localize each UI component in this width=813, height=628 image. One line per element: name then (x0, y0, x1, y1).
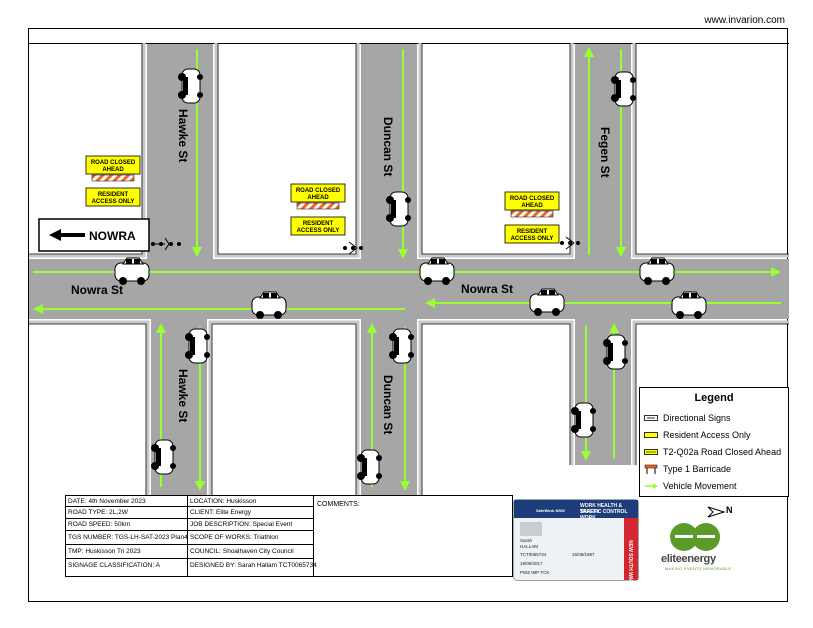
barricade-icon (644, 464, 658, 474)
street-label-duncan-south: Duncan St (381, 375, 395, 434)
resident-line1: RESIDENT (303, 221, 334, 227)
info-client: CLIENT: Elite Energy (188, 507, 314, 519)
logo-tagline: MAKING EVENTS MEMORABLE (665, 566, 732, 571)
card-number: TCT0065734 (520, 552, 547, 557)
info-council: COUNCIL: Shoalhaven City Council (188, 545, 314, 559)
card-title-line1: WORK HEALTH & SAFETY (580, 503, 623, 515)
resident-access-icon (644, 430, 658, 440)
card-state-band: NEW SOUTH WALES (624, 518, 638, 590)
north-label: N (726, 505, 733, 515)
card-issuer: SafeWork NSW (536, 508, 565, 513)
legend-item: Vehicle Movement (644, 479, 737, 493)
plan-info-table: DATE: 4th November 2023 ROAD TYPE: 2L,2W… (65, 495, 513, 577)
card-photo (520, 522, 542, 536)
sign-group-hawke: ROAD CLOSED AHEAD RESIDENT ACCESS ONLY (85, 155, 141, 207)
info-road-speed: ROAD SPEED: 50km (66, 519, 188, 531)
legend-label: Vehicle Movement (663, 481, 737, 491)
road-closed-line2: AHEAD (307, 195, 329, 201)
road-closed-line1: ROAD CLOSED (91, 160, 136, 166)
directional-sign-nowra: NOWRA (38, 218, 150, 252)
card-state: NEW SOUTH WALES (627, 540, 634, 590)
info-job-description: JOB DESCRIPTION: Special Event (188, 519, 314, 531)
card-title-line2: TRAFFIC CONTROL WORK (580, 509, 628, 521)
directional-sign-text: NOWRA (89, 229, 136, 243)
traffic-map: NOWRA ROAD CLOSED AHEAD RESIDENT ACCESS … (29, 43, 789, 495)
legend-label: Type 1 Barricade (663, 464, 732, 474)
card-first-name: Sarah (520, 538, 533, 543)
info-location: LOCATION: Huskisson (188, 496, 314, 507)
legend-item: Directional Signs (644, 411, 731, 425)
directional-sign-icon (644, 413, 658, 423)
legend-title: Legend (694, 392, 734, 404)
street-label-hawke-north: Hawke St (176, 109, 190, 162)
card-dob: 16/09/1987 (572, 552, 595, 557)
info-signage-classification: SIGNAGE CLASSIFICATION: A (66, 559, 188, 576)
resident-line2: ACCESS ONLY (511, 236, 554, 242)
card-header (514, 500, 638, 518)
legend: Legend Directional Signs Resident Access… (639, 387, 789, 497)
legend-label: Resident Access Only (663, 430, 751, 440)
info-designed-by: DESIGNED BY: Sarah Hallam TCT0065734 (188, 559, 317, 576)
info-tmp: TMP: Huskisson Tri 2023 (66, 545, 188, 559)
legend-item: T2-Q02a Road Closed Ahead (644, 445, 781, 459)
info-date: DATE: 4th November 2023 (66, 496, 188, 507)
legend-item: Type 1 Barricade (644, 462, 731, 476)
barricades (151, 236, 580, 255)
card-last-name: HALLAM (520, 544, 539, 549)
resident-line2: ACCESS ONLY (297, 228, 340, 234)
site-url: www.invarion.com (704, 15, 785, 26)
legend-label: T2-Q02a Road Closed Ahead (663, 447, 782, 457)
sign-group-fegen: ROAD CLOSED AHEAD RESIDENT ACCESS ONLY (504, 191, 560, 244)
street-label-duncan-north: Duncan St (381, 117, 395, 176)
card-date-of-issue: 19/09/2017 (520, 561, 543, 566)
street-label-hawke-south: Hawke St (176, 369, 190, 422)
elite-energy-logo: eliteenergy MAKING EVENTS MEMORABLE (651, 519, 751, 579)
elite-energy-mark-icon (670, 523, 720, 551)
safework-card: SafeWork NSW WORK HEALTH & SAFETY TRAFFI… (513, 499, 639, 590)
road-closed-line1: ROAD CLOSED (510, 196, 555, 202)
resident-line2: ACCESS ONLY (92, 199, 135, 205)
road-closed-line2: AHEAD (521, 203, 543, 209)
legend-label: Directional Signs (663, 413, 731, 423)
resident-line1: RESIDENT (517, 229, 548, 235)
traffic-plan-frame: NOWRA ROAD CLOSED AHEAD RESIDENT ACCESS … (28, 28, 789, 602)
street-label-fegen: Fegen St (598, 127, 612, 178)
resident-line1: RESIDENT (98, 192, 129, 198)
vehicle-movement-arrow-icon (644, 481, 658, 491)
road-closed-line1: ROAD CLOSED (296, 188, 341, 194)
info-comments: COMMENTS: (317, 501, 360, 508)
card-work-type: PWZ IMP TCK (520, 570, 550, 575)
info-tgs-number: TGS NUMBER: TGS-LH-SAT-2023 Plan4 (66, 531, 188, 545)
road-closed-line2: AHEAD (102, 167, 124, 173)
sign-group-duncan: ROAD CLOSED AHEAD RESIDENT ACCESS ONLY (290, 183, 346, 236)
logo-name: eliteenergy (661, 553, 716, 565)
street-label-nowra-east: Nowra St (461, 282, 513, 296)
north-arrow-icon (707, 506, 726, 518)
legend-item: Resident Access Only (644, 428, 751, 442)
street-label-nowra-west: Nowra St (71, 283, 123, 297)
info-road-type: ROAD TYPE: 2L,2W (66, 507, 188, 519)
road-closed-sign-icon (644, 447, 658, 457)
info-scope-of-works: SCOPE OF WORKS: Triathlon (188, 531, 314, 545)
